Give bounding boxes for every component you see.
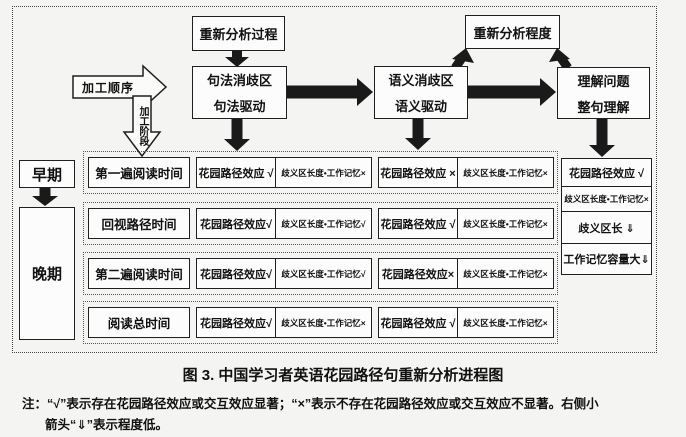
result-pair-syntax: 花园路径效应√ 歧义区长度•工作记忆√ [196,208,372,239]
result-pair-syntax: 花园路径效应√ 歧义区长度•工作记忆√ [196,258,372,289]
box-reanalysis-process: 重新分析过程 [192,16,285,51]
arrow-outline-processing-stage-icon [122,95,162,158]
processing-stage-label: 加工阶段 [137,106,148,146]
box-late-stage: 晚期 [19,207,75,340]
garden-path-effect-cell: 花园路径效应 √ [198,167,274,180]
diagram-dashed-frame [12,6,657,353]
processing-order-label: 加工顺序 [81,81,134,95]
arrow-down-semantic-to-row1-icon [405,116,431,150]
result-pair-semantic: 花园路径效应× 歧义区长度•工作记忆× [378,258,554,289]
box-comprehension: 理解问题 整句理解 [557,67,650,119]
interaction-effect-cell: 歧义区长度•工作记忆× [457,158,553,187]
arrow-up-semantic-to-degree-head-icon [452,48,474,63]
interaction-effect-cell: 歧义区长度•工作记忆× [457,308,553,337]
box-early-stage: 早期 [19,160,75,188]
row-first-pass-reading-time: 第一遍阅读时间 花园路径效应 √ 歧义区长度•工作记忆× 花园路径效应 × 歧义… [83,151,558,194]
result-pair-semantic: 花园路径效应 √ 歧义区长度•工作记忆× [378,307,554,338]
arrow-right-semantic-to-comprehension-icon [466,78,556,106]
figure-note-line2: 箭头“⇓”表示程度低。 [45,418,168,432]
garden-path-effect-cell: 花园路径效应 × [380,167,456,180]
result-pair-semantic: 花园路径效应 √ 歧义区长度•工作记忆× [378,208,554,239]
arrow-down-early-to-late-icon [32,186,58,206]
semantic-box-line1: 语义消歧区 [388,73,454,88]
result-pair-syntax: 花园路径效应√ 歧义区长度•工作记忆× [196,307,372,338]
summary-working-memory-cell: 工作记忆容量大⇓ [562,243,651,274]
row-label: 回视路径时间 [88,208,190,239]
semantic-box-line2: 语义驱动 [394,99,447,114]
garden-path-effect-cell: 花园路径效应√ [199,218,273,231]
arrow-down-comprehension-to-summary-icon [589,116,615,157]
figure-note-line1: 注：“√”表示存在花园路径效应或交互效应显著；“×”表示不存在花园路径效应或交互… [22,397,599,411]
row-total-reading-time: 阅读总时间 花园路径效应√ 歧义区长度•工作记忆× 花园路径效应 √ 歧义区长度… [83,301,558,344]
garden-path-effect-cell: 花园路径效应 √ [380,317,456,330]
arrow-down-syntax-to-row1-icon [224,117,250,151]
result-pair-semantic: 花园路径效应 × 歧义区长度•工作记忆× [378,157,554,188]
comprehension-box-line2: 整句理解 [577,99,630,115]
garden-path-effect-cell: 花园路径效应 √ [380,218,456,231]
garden-path-effect-cell: 花园路径效应√ [199,317,273,330]
summary-garden-path-cell: 花园路径效应 √ [568,167,645,180]
syntax-box-line1: 句法消歧区 [206,73,272,88]
interaction-effect-cell: 歧义区长度•工作记忆× [275,158,371,187]
row-second-pass-reading-time: 第二遍阅读时间 花园路径效应√ 歧义区长度•工作记忆√ 花园路径效应× 歧义区长… [83,252,558,295]
result-pair-syntax: 花园路径效应 √ 歧义区长度•工作记忆× [196,157,372,188]
row-label: 阅读总时间 [88,307,190,338]
syntax-box-line2: 句法驱动 [213,99,266,114]
row-regression-path-time: 回视路径时间 花园路径效应√ 歧义区长度•工作记忆√ 花园路径效应 √ 歧义区长… [83,202,558,245]
row-label: 第二遍阅读时间 [88,258,190,289]
summary-stack: 花园路径效应 √ 歧义区长度•工作记忆× 歧义区长 ⇓ 工作记忆容量大⇓ [561,158,652,275]
comprehension-box-line1: 理解问题 [577,73,630,89]
interaction-effect-cell: 歧义区长度•工作记忆× [275,308,371,337]
row-label: 第一遍阅读时间 [88,157,190,188]
garden-path-effect-cell: 花园路径效应√ [199,268,273,281]
box-semantic-disambiguation: 语义消歧区 语义驱动 [374,66,468,119]
box-syntax-disambiguation: 句法消歧区 句法驱动 [192,66,287,119]
figure-caption: 图 3. 中国学习者英语花园路径句重新分析进程图 [182,367,504,384]
interaction-effect-cell: 歧义区长度•工作记忆√ [275,259,371,288]
interaction-effect-cell: 歧义区长度•工作记忆× [457,259,553,288]
arrow-right-syntax-to-semantic-icon [285,78,373,106]
arrow-down-process-to-syntax-icon [225,49,249,67]
garden-path-effect-cell: 花园路径效应× [381,268,455,281]
interaction-effect-cell: 歧义区长度•工作记忆× [457,209,553,238]
interaction-effect-cell: 歧义区长度•工作记忆√ [275,209,371,238]
summary-interaction-cell: 歧义区长度•工作记忆× [562,186,651,211]
summary-ambiguity-length-cell: 歧义区长 ⇓ [562,211,651,243]
arrow-up-comprehension-to-degree-head-icon [549,48,570,62]
box-reanalysis-degree: 重新分析程度 [465,15,560,49]
